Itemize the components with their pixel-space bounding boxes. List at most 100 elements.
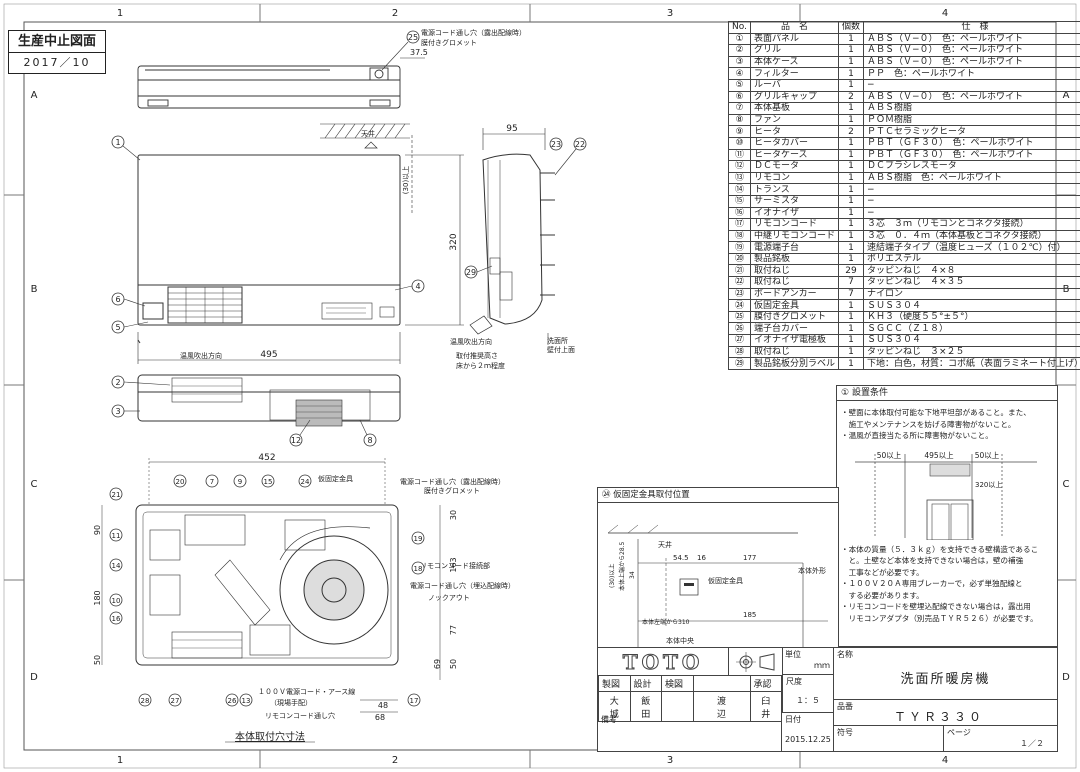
front-outlet-label: 温風吹出方向 bbox=[180, 351, 222, 360]
part-qty: 1 bbox=[837, 136, 864, 150]
approval-table: 製図 設計 検図 承認 大 城 飯 田 渡 辺 臼 井 bbox=[598, 675, 782, 722]
scale-cell: 尺度 １：５ bbox=[782, 675, 834, 713]
bracket-dim-2: 16 bbox=[697, 554, 706, 562]
bracket-label-30: (30)以上 bbox=[608, 564, 616, 588]
bracket-label-left: 本体左端から310 bbox=[642, 618, 690, 626]
side-wall-2: 壁付上面 bbox=[547, 345, 575, 354]
clearance-width: 495以上 bbox=[924, 451, 954, 460]
svg-text:27: 27 bbox=[171, 697, 180, 705]
front-dims bbox=[137, 135, 464, 364]
back-view bbox=[135, 504, 399, 666]
stamp-title: 生産中止図面 bbox=[9, 31, 105, 53]
svg-text:19: 19 bbox=[414, 535, 423, 543]
role-blank bbox=[692, 675, 751, 692]
col-qty: 個数 bbox=[837, 21, 864, 34]
bracket-label-28: 本体上端から28.5 bbox=[618, 541, 626, 591]
svg-text:9: 9 bbox=[238, 478, 242, 486]
role-approve: 承認 bbox=[749, 675, 782, 692]
clearance-diagram: 50以上 495以上 50以上 320以上 bbox=[855, 451, 1037, 540]
callout-17: 17 bbox=[407, 693, 421, 707]
grid-row-d-right: D bbox=[1062, 672, 1070, 683]
name-drafter: 大 城 bbox=[598, 691, 631, 722]
grid-col-4-bottom: 4 bbox=[942, 755, 948, 766]
svg-text:11: 11 bbox=[112, 532, 121, 540]
grid-col-1-bottom: 1 bbox=[117, 755, 123, 766]
grid-col-3-bottom: 3 bbox=[667, 755, 673, 766]
unit-label: 単位 bbox=[785, 650, 801, 659]
conditions-title: 設置条件 bbox=[851, 388, 888, 398]
part-qty: 1 bbox=[837, 357, 864, 370]
unit-value: ｍｍ bbox=[814, 661, 830, 670]
grid-col-1: 1 bbox=[117, 8, 123, 19]
condition-line: と。土壁など本体を支持できない場合は，壁の補強 bbox=[841, 556, 1024, 565]
bracket-diagram: 天井 仮固定金具 本体外形 本体左端から310 本体中央 (30)以上 本体上端… bbox=[607, 524, 828, 647]
back-dims bbox=[101, 458, 441, 713]
top-view-dim: 37.5 bbox=[410, 48, 428, 57]
back-label-cord-hole-buried: 電源コード通し穴（埋込配線時） bbox=[410, 581, 515, 590]
col-spec: 仕 様 bbox=[862, 21, 1080, 34]
svg-text:20: 20 bbox=[176, 478, 185, 486]
callout-1: 1 bbox=[111, 135, 141, 161]
conditions-num: ① bbox=[841, 388, 850, 398]
svg-text:7: 7 bbox=[210, 478, 214, 486]
callout-20: 20 bbox=[173, 474, 187, 488]
callout-18: 18 bbox=[411, 561, 425, 575]
date-value: 2015.12.25 bbox=[785, 735, 831, 744]
part-spec: − bbox=[862, 183, 1080, 196]
clearance-right: 50以上 bbox=[975, 451, 1000, 460]
condition-line: 施工やメンテナンスを妨げる障害物がないこと。 bbox=[841, 419, 1016, 429]
back-label-knockout: ノックアウト bbox=[428, 594, 470, 602]
svg-text:4: 4 bbox=[415, 282, 420, 291]
ceiling-hatch bbox=[320, 123, 410, 139]
callout-22: 22 bbox=[554, 137, 587, 176]
grid-col-2-bottom: 2 bbox=[392, 755, 398, 766]
side-install-1: 取付推奨高さ bbox=[456, 351, 498, 360]
svg-text:25: 25 bbox=[408, 33, 418, 42]
callout-26: 26 bbox=[225, 693, 239, 707]
part-spec: − bbox=[862, 194, 1080, 208]
part-spec: ＰＢＴ（ＧＦ３０） 色：ペールホワイト bbox=[862, 148, 1080, 162]
discontinued-stamp: 生産中止図面 2017／10 bbox=[8, 30, 106, 74]
callout-9: 9 bbox=[233, 474, 247, 488]
bracket-dim-5: 34 bbox=[629, 571, 636, 579]
bracket-dim-3: 177 bbox=[743, 554, 756, 562]
part-no: ⑰ bbox=[728, 218, 751, 231]
grid-row-d: D bbox=[30, 672, 38, 683]
part-name: グリル bbox=[749, 44, 839, 57]
part-qty: 1 bbox=[837, 183, 864, 196]
page-cell: ページ １／２ bbox=[944, 726, 1057, 751]
part-no: ⑭ bbox=[728, 183, 751, 196]
product-name: 洗面所暖房機 bbox=[900, 672, 991, 687]
back-dim-left-2: 180 bbox=[93, 590, 102, 605]
role-drafter: 製図 bbox=[598, 675, 631, 692]
svg-text:28: 28 bbox=[141, 697, 150, 705]
back-dim-right-3: 77 bbox=[449, 625, 458, 635]
svg-text:18: 18 bbox=[414, 565, 423, 573]
back-dim-right-4: 69 bbox=[433, 659, 442, 669]
bottom-view bbox=[137, 374, 401, 427]
svg-text:6: 6 bbox=[115, 295, 120, 304]
name-label: 名称 bbox=[837, 650, 853, 659]
svg-text:17: 17 bbox=[410, 697, 419, 705]
grid-row-b: B bbox=[31, 284, 38, 295]
condition-line: ・リモコンコードを壁埋込配線できない場合は，露出用 bbox=[841, 602, 1031, 611]
condition-line: ・壁面に本体取付可能な下地平坦部があること。また、 bbox=[841, 408, 1031, 417]
svg-text:12: 12 bbox=[291, 436, 301, 445]
name-design: 飯 田 bbox=[629, 691, 662, 722]
back-label-cord-hole: 電源コード通し穴（露出配線時） bbox=[400, 477, 505, 486]
condition-line: 工事などが必要です。 bbox=[841, 567, 924, 577]
part-name: ヒータケース bbox=[749, 148, 839, 162]
callout-27: 27 bbox=[168, 693, 182, 707]
callout-8: 8 bbox=[359, 419, 377, 447]
clearance-left: 50以上 bbox=[877, 451, 902, 460]
part-qty: 1 bbox=[837, 44, 864, 57]
date-cell: 日付 2015.12.25 bbox=[782, 713, 834, 751]
part-name: サーミスタ bbox=[749, 194, 839, 208]
back-label-grommet: 膜付きグロメット bbox=[424, 486, 480, 495]
part-name: ヒータ bbox=[749, 125, 839, 138]
callout-28: 28 bbox=[138, 693, 152, 707]
